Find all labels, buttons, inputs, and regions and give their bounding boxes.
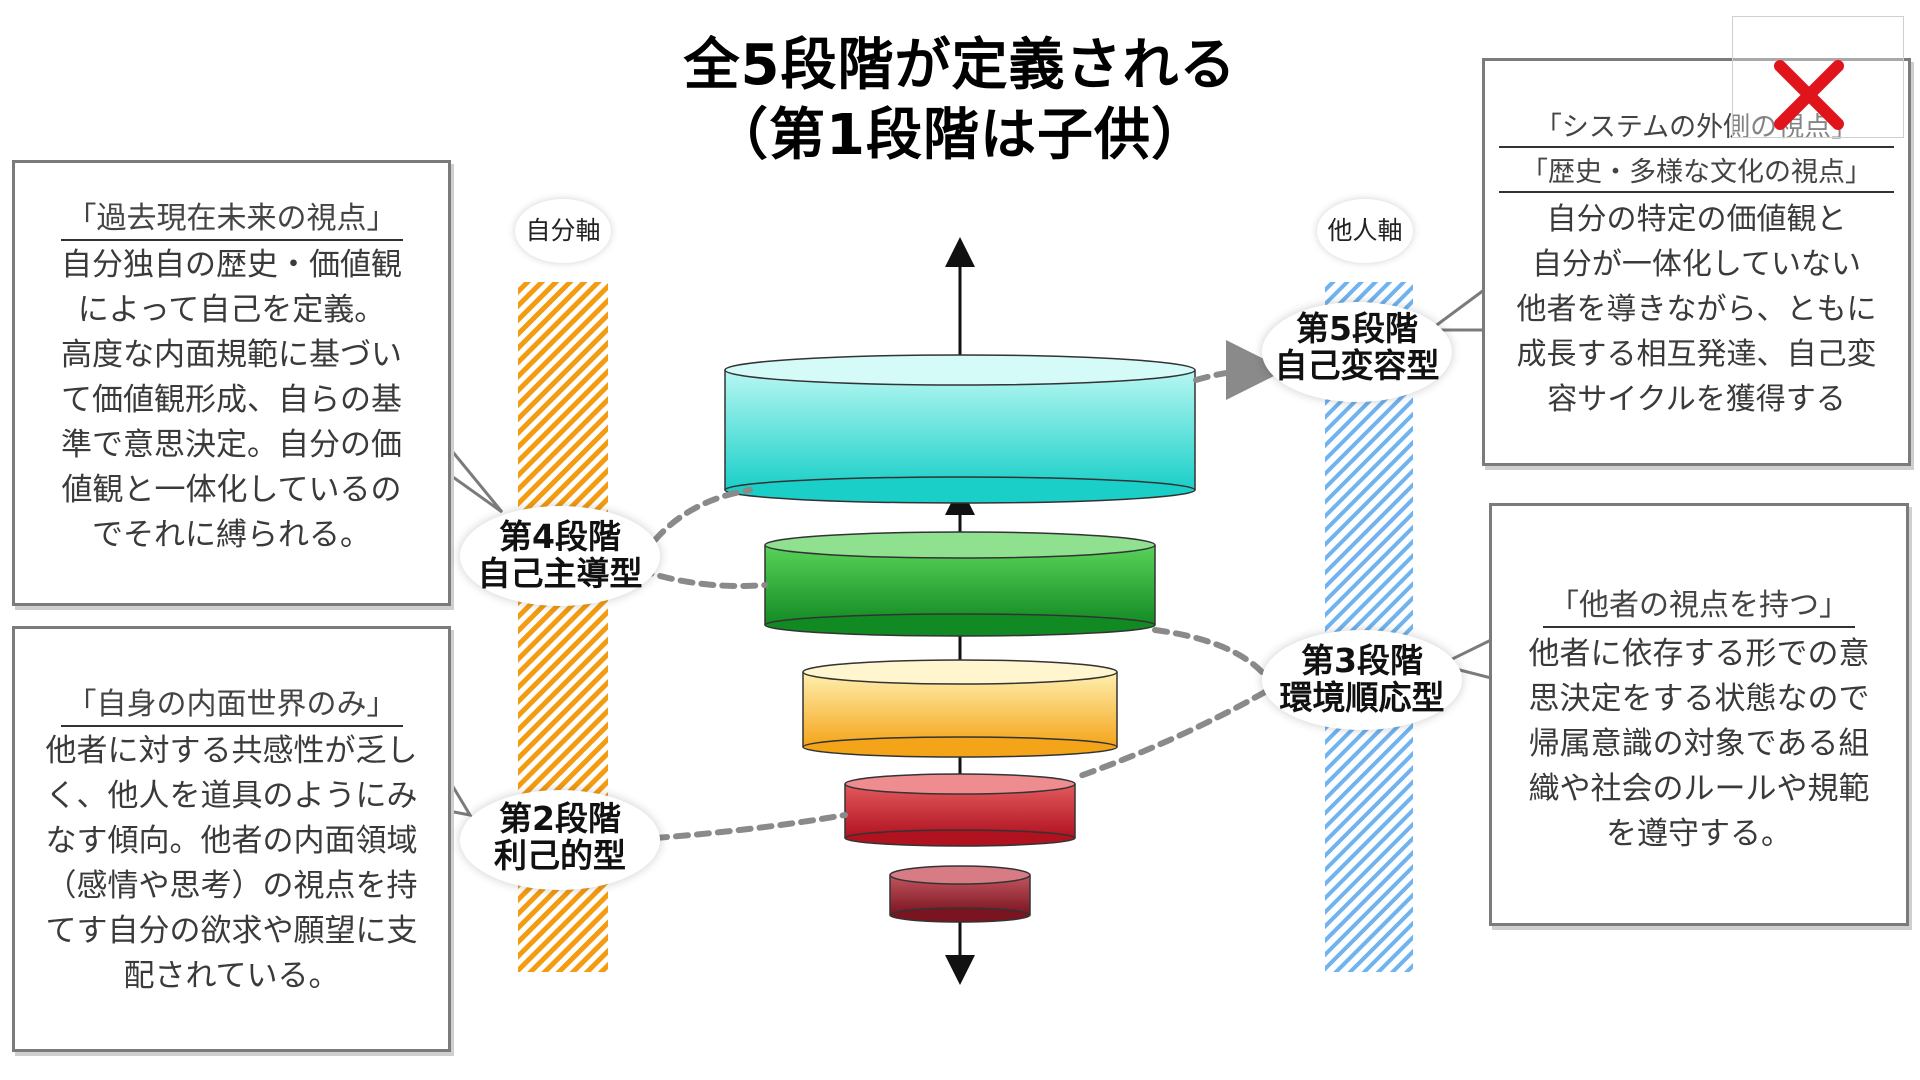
text-line: てす自分の欲求や願望に支	[45, 913, 418, 949]
stage2-description-box: 「自身の内面世界のみ」 他者に対する共感性が乏し く、他人を道具のようにみ なす…	[12, 626, 451, 1052]
stage3-label: 第3段階 環境順応型	[1262, 630, 1462, 730]
text-line: 自分独自の歴史・価値観	[61, 247, 402, 283]
close-overlay-frame	[1732, 16, 1904, 138]
stage4-description-box: 「過去現在未来の視点」 自分独自の歴史・価値観 によって自己を定義。 高度な内面…	[12, 160, 451, 606]
stage2-disc	[844, 773, 1076, 847]
text-line: でそれに縛られる。	[92, 517, 371, 553]
text-line: なす傾向。他者の内面領域	[45, 823, 418, 859]
stage3-type: 環境順応型	[1279, 678, 1445, 717]
stage5-number: 第5段階	[1296, 309, 1418, 348]
connector-stage3-lower	[1077, 689, 1268, 779]
stage2-description-body: 他者に対する共感性が乏し く、他人を道具のようにみ なす傾向。他者の内面領域 （…	[15, 729, 448, 999]
stage3-description-body: 他者に依存する形での意 思決定をする状態なので 帰属意識の対象である組 織や社会…	[1492, 632, 1906, 857]
text-line: 配されている。	[123, 958, 340, 994]
box-tl-tail	[441, 435, 504, 514]
stage4-number: 第4段階	[499, 517, 621, 556]
text-line: 準で意思決定。自分の価	[61, 427, 402, 463]
connector-stage4-lower	[637, 567, 768, 589]
page-title-line1: 全5段階が定義される	[683, 33, 1237, 98]
connector-stage3-upper	[1152, 627, 1265, 675]
text-line: 自分が一体化していない	[1531, 247, 1862, 282]
connector-stage2	[652, 812, 848, 841]
stage1-disc	[889, 865, 1031, 923]
text-line: 高度な内面規範に基づい	[61, 337, 402, 373]
stage4-disc	[764, 531, 1156, 637]
stage4-label: 第4段階 自己主導型	[460, 506, 660, 606]
connector-stage5	[1193, 340, 1286, 401]
stage5-disc	[724, 354, 1196, 504]
stage2-description-heading: 「自身の内面世界のみ」	[60, 679, 403, 727]
self-axis-label: 自分軸	[515, 199, 611, 263]
stage5-description-heading2: 「歴史・多様な文化の視点」	[1499, 150, 1894, 193]
text-line: て価値観形成、自らの基	[61, 382, 402, 418]
stage2-number: 第2段階	[499, 799, 621, 838]
text-line: 自分の特定の価値観と	[1546, 202, 1847, 237]
text-line: 他者を導きながら、ともに	[1516, 292, 1877, 327]
text-line: によって自己を定義。	[77, 292, 386, 328]
stage4-description-heading: 「過去現在未来の視点」	[60, 193, 403, 241]
page-title-line2: （第1段階は子供）	[712, 103, 1208, 168]
text-line: 成長する相互発達、自己変	[1516, 337, 1877, 372]
text-line: を遵守する。	[1606, 816, 1792, 852]
stage3-number: 第3段階	[1301, 641, 1423, 680]
text-line: 織や社会のルールや規範	[1528, 771, 1870, 807]
stage4-description-body: 自分独自の歴史・価値観 によって自己を定義。 高度な内面規範に基づい て価値観形…	[15, 243, 448, 558]
stage5-type: 自己変容型	[1274, 346, 1440, 385]
text-line: 他者に対する共感性が乏し	[45, 733, 418, 769]
stage5-description-body: 自分の特定の価値観と 自分が一体化していない 他者を導きながら、ともに 成長する…	[1485, 197, 1908, 422]
stage2-label: 第2段階 利己的型	[460, 790, 660, 890]
other-axis-label: 他人軸	[1317, 199, 1413, 263]
close-icon[interactable]	[1770, 56, 1848, 134]
text-line: （感情や思考）の視点を持	[45, 868, 418, 904]
text-line: 容サイクルを獲得する	[1547, 382, 1846, 417]
stage3-description-box: 「他者の視点を持つ」 他者に依存する形での意 思決定をする状態なので 帰属意識の…	[1489, 503, 1909, 926]
stage2-type: 利己的型	[494, 836, 626, 875]
stage5-label: 第5段階 自己変容型	[1262, 302, 1452, 402]
connector-stage4-upper	[652, 487, 753, 543]
text-line: 値観と一体化しているの	[61, 472, 402, 508]
stage3-disc	[802, 659, 1118, 758]
text-line: 帰属意識の対象である組	[1528, 726, 1870, 762]
text-line: 他者に依存する形での意	[1528, 636, 1870, 672]
text-line: く、他人を道具のようにみ	[45, 778, 418, 814]
stage4-type: 自己主導型	[477, 554, 643, 593]
text-line: 思決定をする状態なので	[1528, 681, 1870, 717]
stage3-description-heading: 「他者の視点を持つ」	[1543, 580, 1855, 628]
